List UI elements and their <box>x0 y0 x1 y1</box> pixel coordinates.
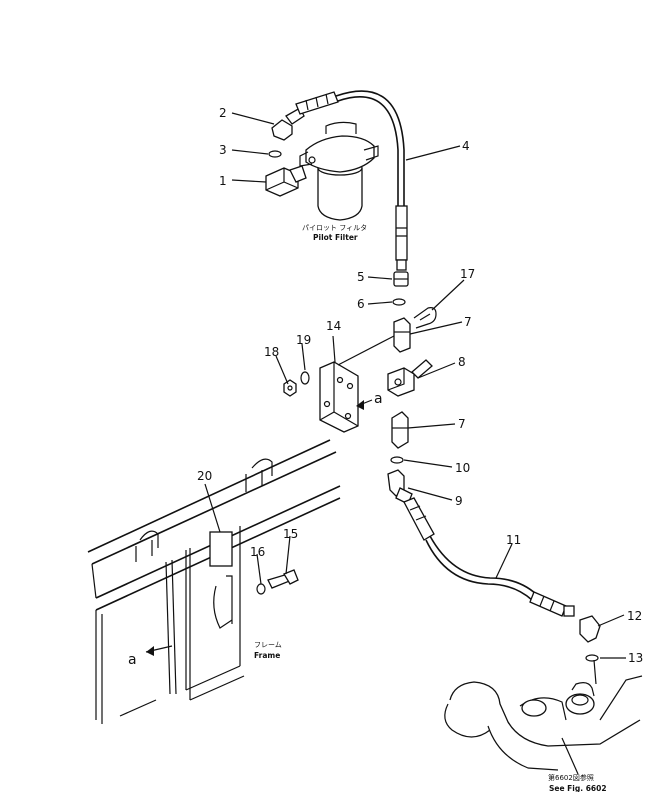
label-part-18: 18 <box>264 345 279 359</box>
part-14-bracket <box>319 361 359 433</box>
part-12-elbow <box>579 615 601 643</box>
part-16-washer <box>256 583 266 595</box>
part-11-hose <box>403 497 575 617</box>
label-part-5: 5 <box>357 270 365 284</box>
part-13-o-ring <box>585 654 599 662</box>
arrow-a-frame <box>145 645 173 656</box>
label-part-8: 8 <box>458 355 466 369</box>
fig-ref-en-caption: See Fig. 6602 <box>549 784 607 792</box>
leader-lines <box>204 112 626 775</box>
pilot-filter-en-caption: Pilot Filter <box>313 233 358 242</box>
label-part-11: 11 <box>506 533 521 547</box>
label-part-13: 13 <box>628 651 643 665</box>
label-part-6: 6 <box>357 297 365 311</box>
part-2-elbow <box>271 107 305 141</box>
label-part-17: 17 <box>460 267 475 281</box>
pilot-filter-jp-caption: パイロット フィルタ <box>302 223 367 232</box>
label-part-3: 3 <box>219 143 227 157</box>
part-6-o-ring <box>392 298 406 306</box>
frame <box>87 439 341 724</box>
part-7-coupling-upper <box>393 317 411 353</box>
label-part-2: 2 <box>219 106 227 120</box>
label-a-frame: a <box>128 652 137 668</box>
part-8-valve <box>387 359 433 397</box>
pump-housing <box>444 675 643 771</box>
label-part-4: 4 <box>462 139 470 153</box>
label-part-7-lower: 7 <box>458 417 466 431</box>
label-part-14: 14 <box>326 319 341 333</box>
part-9-elbow <box>387 469 413 505</box>
label-part-12: 12 <box>627 609 642 623</box>
frame-jp-caption: フレーム <box>254 641 282 649</box>
label-part-7-upper: 7 <box>464 315 472 329</box>
label-part-15: 15 <box>283 527 298 541</box>
label-part-10: 10 <box>455 461 470 475</box>
part-3-o-ring <box>268 150 282 158</box>
part-15-bolt <box>267 569 299 589</box>
part-17-clip <box>413 307 437 329</box>
part-18-nut <box>283 379 297 397</box>
arrow-a-bracket <box>356 399 373 410</box>
part-5-fitting <box>393 271 409 287</box>
part-19-washer <box>300 371 310 385</box>
pilot-filter <box>299 121 379 221</box>
label-part-9: 9 <box>455 494 463 508</box>
fig-ref-jp-caption: 第6602図参照 <box>548 773 594 782</box>
part-10-o-ring <box>390 456 404 464</box>
label-part-20: 20 <box>197 469 212 483</box>
label-part-16: 16 <box>250 545 265 559</box>
part-1-adapter <box>265 165 307 197</box>
label-part-1: 1 <box>219 174 227 188</box>
part-7-coupling-lower <box>391 411 409 449</box>
frame-en-caption: Frame <box>254 651 280 660</box>
label-part-19: 19 <box>296 333 311 347</box>
label-a-bracket: a <box>374 391 383 407</box>
part-4-hose <box>295 90 408 271</box>
